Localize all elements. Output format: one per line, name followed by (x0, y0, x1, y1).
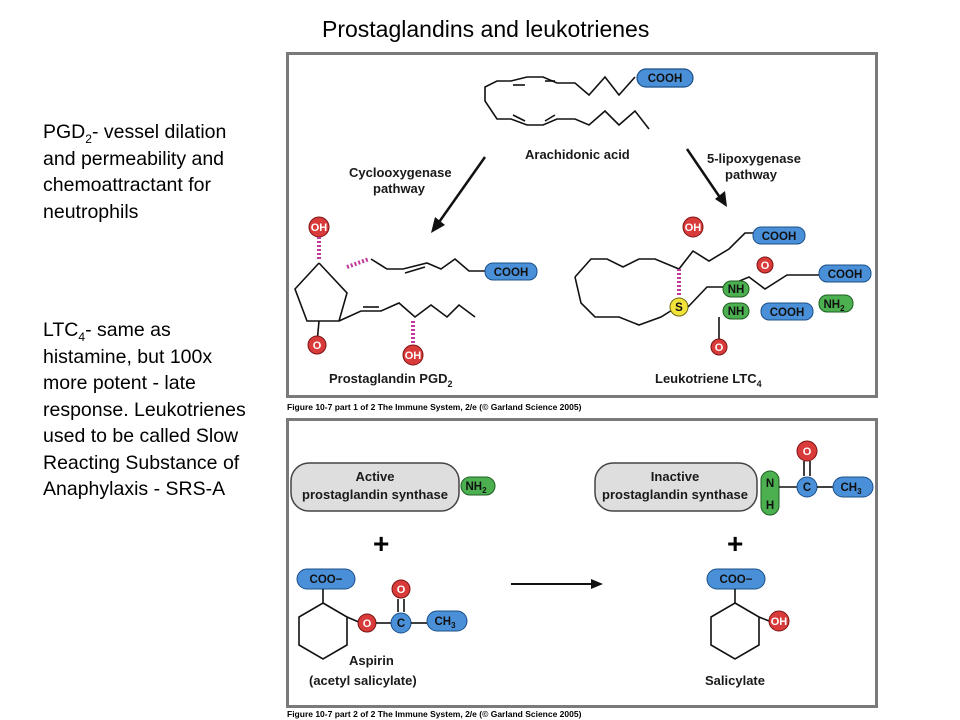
svg-text:CH3: CH3 (434, 616, 456, 630)
cox-label-2: pathway (373, 181, 426, 196)
svg-text:NH2: NH2 (823, 299, 845, 313)
active-synthase (290, 462, 460, 512)
svg-text:NH: NH (728, 306, 745, 318)
plus-left: + (373, 528, 389, 559)
inactive-synthase (594, 462, 758, 512)
svg-text:O: O (313, 340, 322, 352)
plus-right: + (727, 528, 743, 559)
lox-label-2: pathway (725, 167, 778, 182)
arachidonic-pathways-diagram: COOH Arachidonic acid Cyclooxygenase pat… (294, 68, 872, 389)
svg-text:N: N (766, 478, 774, 490)
svg-text:O: O (803, 446, 812, 458)
svg-text:Active: Active (355, 469, 394, 484)
ltc4-note: LTC4- same as histamine, but 100x more p… (43, 319, 246, 500)
svg-text:OH: OH (685, 222, 702, 234)
svg-text:S: S (675, 302, 683, 314)
svg-text:C: C (803, 482, 811, 494)
figure-caption-1: Figure 10-7 part 1 of 2 The Immune Syste… (287, 402, 582, 412)
svg-text:H: H (766, 500, 774, 512)
svg-text:O: O (761, 260, 770, 272)
aspirin-reaction-diagram: Active prostaglandin synthase NH2 Inacti… (290, 440, 874, 688)
svg-text:COOH: COOH (762, 231, 797, 243)
pgd2-label: Prostaglandin PGD2 (329, 371, 452, 389)
figure-part-2: Active prostaglandin synthase NH2 Inacti… (286, 418, 878, 708)
svg-text:CH3: CH3 (840, 482, 862, 496)
svg-text:O: O (715, 342, 724, 354)
salicylate-ring (710, 602, 760, 660)
svg-text:COOH: COOH (770, 307, 805, 319)
svg-text:NH: NH (728, 284, 745, 296)
pgd2-note: PGD2- vessel dilation and permeability a… (43, 121, 227, 223)
arachidonic-label: Arachidonic acid (525, 147, 630, 162)
svg-text:prostaglandin synthase: prostaglandin synthase (302, 487, 448, 502)
ltc4-label: Leukotriene LTC4 (655, 371, 762, 389)
svg-text:COOH: COOH (648, 73, 683, 85)
lox-label-1: 5-lipoxygenase (707, 151, 801, 166)
svg-text:O: O (397, 584, 406, 596)
svg-text:C: C (397, 618, 405, 630)
figure-part-1: COOH Arachidonic acid Cyclooxygenase pat… (286, 52, 878, 398)
cox-label-1: Cyclooxygenase (349, 165, 452, 180)
svg-text:Salicylate: Salicylate (705, 673, 765, 688)
svg-text:OH: OH (405, 350, 422, 362)
svg-text:Aspirin: Aspirin (349, 653, 394, 668)
aspirin-ring (298, 602, 348, 660)
svg-text:NH2: NH2 (465, 481, 487, 495)
svg-text:COOH: COOH (494, 267, 529, 279)
svg-text:OH: OH (311, 222, 328, 234)
slide-title: Prostaglandins and leukotrienes (322, 16, 650, 42)
svg-text:Inactive: Inactive (651, 469, 699, 484)
svg-text:(acetyl salicylate): (acetyl salicylate) (309, 673, 417, 688)
svg-text:COOH: COOH (828, 269, 863, 281)
svg-text:OH: OH (771, 616, 788, 628)
svg-text:COO−: COO− (720, 574, 753, 586)
svg-text:prostaglandin synthase: prostaglandin synthase (602, 487, 748, 502)
svg-text:COO−: COO− (310, 574, 343, 586)
svg-text:O: O (363, 618, 372, 630)
cooh-group (636, 68, 694, 88)
figure-caption-2: Figure 10-7 part 2 of 2 The Immune Syste… (287, 709, 582, 719)
arachidonic-chain (484, 75, 650, 130)
